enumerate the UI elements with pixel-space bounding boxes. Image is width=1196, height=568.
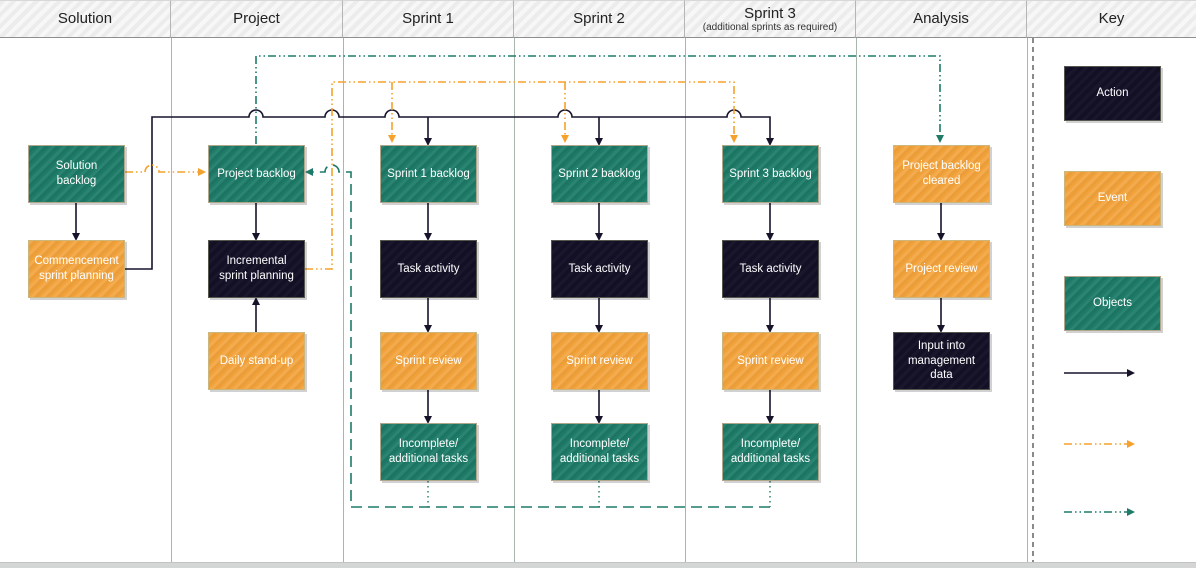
lane-divider <box>343 38 344 563</box>
node-label: Sprint review <box>566 354 633 367</box>
lane-title: Analysis <box>913 10 969 27</box>
key-swatch-objects: Objects <box>1064 276 1161 331</box>
node-label: Solution backlog <box>55 160 98 187</box>
edge-project-backlog-to-cleared <box>255 55 944 144</box>
node-label: Task activity <box>568 262 631 275</box>
node-sprint1-review[interactable]: Sprint review <box>380 332 477 390</box>
lane-title: Sprint 1 <box>402 10 454 27</box>
node-label: Incomplete/ additional tasks <box>559 438 640 465</box>
lane-divider <box>1027 38 1028 563</box>
node-label: Daily stand-up <box>219 354 294 367</box>
lane-divider <box>514 38 515 563</box>
lane-title: Project <box>233 10 280 27</box>
lane-subtitle: (additional sprints as required) <box>702 21 838 33</box>
node-commencement-sprint-planning[interactable]: Commencement sprint planning <box>28 240 125 298</box>
node-sprint3-task-activity[interactable]: Task activity <box>722 240 819 298</box>
lane-divider <box>856 38 857 563</box>
node-label: Task activity <box>739 262 802 275</box>
key-swatch-event: Event <box>1064 171 1161 226</box>
node-input-into-management-data[interactable]: Input into management data <box>893 332 990 390</box>
lane-header-sprint2: Sprint 2 <box>514 0 685 38</box>
node-label: Task activity <box>397 262 460 275</box>
edge-solution-to-project-backlog <box>125 164 206 176</box>
key-label: Event <box>1097 192 1128 205</box>
edge-incremental-to-sprint3 <box>305 81 738 270</box>
key-label: Objects <box>1093 297 1132 310</box>
node-project-backlog[interactable]: Project backlog <box>208 145 305 203</box>
node-sprint2-incomplete-tasks[interactable]: Incomplete/ additional tasks <box>551 423 648 481</box>
lane-header-analysis: Analysis <box>856 0 1027 38</box>
node-sprint3-backlog[interactable]: Sprint 3 backlog <box>722 145 819 203</box>
node-label: Sprint 2 backlog <box>558 167 641 180</box>
node-sprint1-incomplete-tasks[interactable]: Incomplete/ additional tasks <box>380 423 477 481</box>
node-daily-stand-up[interactable]: Daily stand-up <box>208 332 305 390</box>
node-sprint2-task-activity[interactable]: Task activity <box>551 240 648 298</box>
node-label: Sprint review <box>395 354 462 367</box>
lane-title: Solution <box>57 10 113 27</box>
node-label: Project backlog <box>217 167 296 180</box>
lane-title: Key <box>1098 10 1125 27</box>
node-sprint3-incomplete-tasks[interactable]: Incomplete/ additional tasks <box>722 423 819 481</box>
node-incremental-sprint-planning[interactable]: Incremental sprint planning <box>208 240 305 298</box>
node-label: Incomplete/ additional tasks <box>388 438 469 465</box>
lane-divider <box>685 38 686 563</box>
node-sprint2-backlog[interactable]: Sprint 2 backlog <box>551 145 648 203</box>
node-label: Sprint review <box>737 354 804 367</box>
lane-title: Sprint 2 <box>573 10 625 27</box>
node-sprint1-task-activity[interactable]: Task activity <box>380 240 477 298</box>
lane-header-solution: Solution <box>0 0 171 38</box>
node-label: Project review <box>905 262 978 275</box>
node-project-review[interactable]: Project review <box>893 240 990 298</box>
bottom-edge-strip <box>0 562 1196 568</box>
node-sprint2-review[interactable]: Sprint review <box>551 332 648 390</box>
node-label: Sprint 1 backlog <box>387 167 470 180</box>
node-sprint1-backlog[interactable]: Sprint 1 backlog <box>380 145 477 203</box>
lane-header-project: Project <box>171 0 343 38</box>
node-label: Commencement sprint planning <box>34 255 119 282</box>
node-project-backlog-cleared[interactable]: Project backlog cleared <box>893 145 990 203</box>
node-label: Project backlog cleared <box>902 160 981 187</box>
node-label: Incomplete/ additional tasks <box>730 438 811 465</box>
node-sprint3-review[interactable]: Sprint review <box>722 332 819 390</box>
node-solution-backlog[interactable]: Solution backlog <box>28 145 125 203</box>
lane-divider <box>171 38 172 563</box>
key-label: Action <box>1096 87 1129 100</box>
node-label: Incremental sprint planning <box>219 255 294 282</box>
lane-title: Sprint 3 <box>744 4 796 22</box>
key-swatch-action: Action <box>1064 66 1161 121</box>
lane-header-sprint3: Sprint 3 (additional sprints as required… <box>685 0 856 38</box>
lane-header-sprint1: Sprint 1 <box>343 0 514 38</box>
node-label: Input into management data <box>907 339 976 382</box>
lane-header-key: Key <box>1027 0 1196 38</box>
node-label: Sprint 3 backlog <box>729 167 812 180</box>
